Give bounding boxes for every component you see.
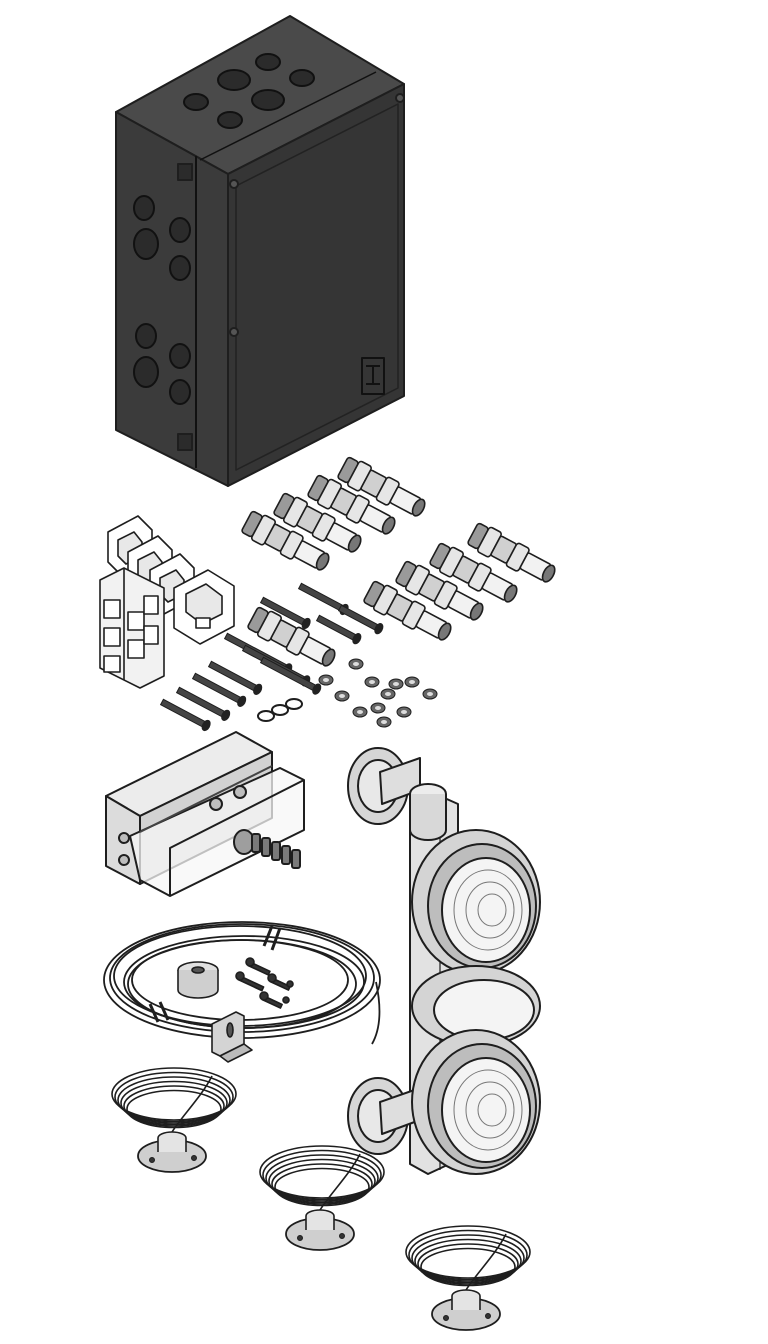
- nut: [318, 674, 334, 686]
- cable-gland: [429, 542, 518, 603]
- nut: [388, 678, 404, 690]
- terminal-block-set: [99, 515, 235, 689]
- nut: [422, 688, 438, 700]
- cable-gland: [241, 510, 330, 571]
- screw: [159, 698, 211, 732]
- cable-gland: [337, 456, 426, 517]
- loop-sensor-group: [111, 1067, 531, 1331]
- screw-set: [159, 582, 438, 732]
- nut: [348, 658, 364, 670]
- junction-box-with-gland: [105, 731, 305, 897]
- screw: [337, 604, 384, 635]
- nut: [334, 690, 350, 702]
- nut: [376, 716, 392, 728]
- loop-sensor-puck: [259, 1145, 385, 1251]
- cable-gland: [247, 606, 336, 667]
- nut: [364, 676, 380, 688]
- control-box-enclosure: [115, 15, 405, 487]
- washer: [285, 698, 303, 710]
- cable-gland: [467, 522, 556, 583]
- cable-gland: [395, 560, 484, 621]
- washer: [257, 710, 275, 722]
- cable-gland-set: [241, 456, 556, 667]
- cable-gland: [273, 492, 362, 553]
- cable-gland: [363, 580, 452, 641]
- nut: [404, 676, 420, 688]
- screw: [315, 614, 362, 645]
- cable-gland: [307, 474, 396, 535]
- mounting-bracket-kit: [177, 957, 294, 1063]
- washer: [271, 704, 289, 716]
- screw: [175, 686, 231, 721]
- loop-sensor-puck: [111, 1067, 237, 1173]
- screw: [259, 596, 311, 630]
- screw: [207, 660, 263, 695]
- nut: [352, 706, 368, 718]
- nut: [396, 706, 412, 718]
- traffic-light-two-lamp: [347, 747, 541, 1175]
- screw: [191, 672, 247, 707]
- loop-sensor-puck: [405, 1225, 531, 1331]
- screw: [259, 656, 322, 695]
- nut: [380, 688, 396, 700]
- nut: [370, 702, 386, 714]
